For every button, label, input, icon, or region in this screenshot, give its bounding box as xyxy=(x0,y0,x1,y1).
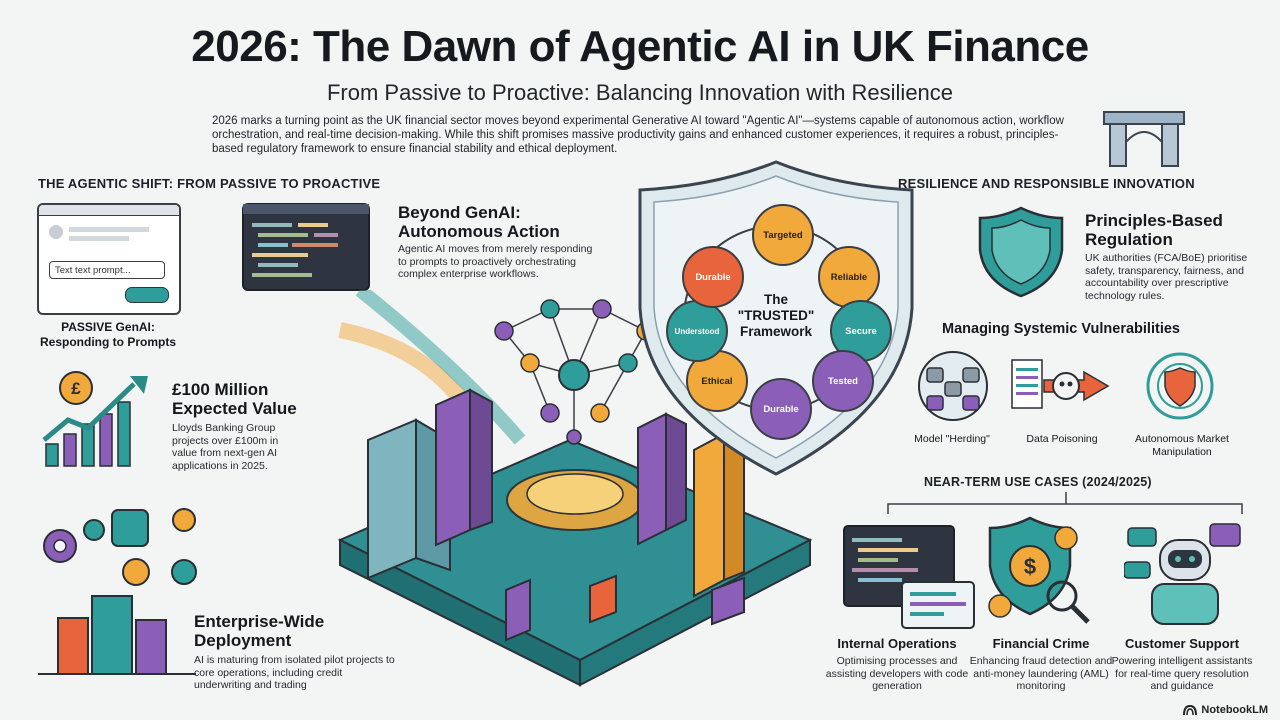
code-window-icon xyxy=(242,203,370,291)
trusted-node-durable-bottom: Durable xyxy=(750,378,812,440)
trusted-node-understood: Understood xyxy=(666,300,728,362)
market-target-icon xyxy=(1146,352,1214,420)
usecase-body-operations: Optimising processes and assisting devel… xyxy=(825,655,969,692)
vuln-label-herding: Model "Herding" xyxy=(914,433,990,445)
notebooklm-logo-icon xyxy=(1183,704,1198,716)
beyond-genai-body: Agentic AI moves from merely responding … xyxy=(398,243,593,280)
trusted-node-tested: Tested xyxy=(812,350,874,412)
intro-paragraph: 2026 marks a turning point as the UK fin… xyxy=(212,115,1064,155)
svg-text:£: £ xyxy=(71,379,81,398)
code-monitor-icon xyxy=(843,525,975,629)
page-title: 2026: The Dawn of Agentic AI in UK Finan… xyxy=(191,22,1089,71)
svg-text:$: $ xyxy=(1024,554,1036,579)
robot-herd-icon xyxy=(918,351,988,421)
send-button[interactable] xyxy=(125,287,169,303)
deployment-body: AI is maturing from isolated pilot proje… xyxy=(194,654,395,691)
fraud-detection-icon: $ xyxy=(988,516,1090,624)
trusted-node-targeted: Targeted xyxy=(752,204,814,266)
resilience-heading: RESILIENCE AND RESPONSIBLE INNOVATION xyxy=(898,176,1195,191)
value-title: £100 Million Expected Value xyxy=(172,380,297,418)
value-body: Lloyds Banking Group projects over £100m… xyxy=(172,422,279,472)
usecase-title-crime: Financial Crime xyxy=(992,636,1090,651)
usecase-body-crime: Enhancing fraud detection and anti-money… xyxy=(969,655,1113,692)
gears-puzzle-icon xyxy=(38,508,197,675)
regulation-title: Principles-Based Regulation xyxy=(1085,211,1223,249)
usecase-title-operations: Internal Operations xyxy=(837,636,957,651)
notebooklm-logo: NotebookLM xyxy=(1183,704,1268,716)
vuln-label-poisoning: Data Poisoning xyxy=(1026,433,1098,445)
vuln-label-manipulation: Autonomous Market Manipulation xyxy=(1135,433,1229,458)
agentic-shift-heading: THE AGENTIC SHIFT: FROM PASSIVE TO PROAC… xyxy=(38,176,381,191)
trusted-node-durable-top: Durable xyxy=(682,246,744,308)
deployment-title: Enterprise-Wide Deployment xyxy=(194,612,325,650)
growth-chart-icon: £ xyxy=(42,371,148,467)
beyond-genai-title: Beyond GenAI: Autonomous Action xyxy=(398,203,560,241)
usecases-heading: NEAR-TERM USE CASES (2024/2025) xyxy=(924,475,1152,489)
bridge-icon xyxy=(1103,111,1185,167)
avatar-placeholder xyxy=(49,225,63,239)
isometric-city-illustration xyxy=(337,290,813,687)
usecase-body-support: Powering intelligent assistants for real… xyxy=(1111,655,1253,692)
trusted-framework-label: The "TRUSTED" Framework xyxy=(737,292,815,339)
prompt-window: Text text prompt... xyxy=(37,203,181,315)
support-robot-icon xyxy=(1124,523,1241,625)
prompt-input[interactable]: Text text prompt... xyxy=(49,261,165,279)
trusted-node-reliable: Reliable xyxy=(818,246,880,308)
regulation-shield-icon xyxy=(978,206,1064,298)
data-poisoning-icon xyxy=(1011,359,1110,409)
neural-network-icon xyxy=(494,299,656,445)
page-subtitle: From Passive to Proactive: Balancing Inn… xyxy=(326,80,954,105)
usecases-bracket xyxy=(887,492,1243,514)
vulnerabilities-heading: Managing Systemic Vulnerabilities xyxy=(942,321,1180,337)
passive-genai-label: PASSIVE GenAI: Responding to Prompts xyxy=(40,320,176,349)
usecase-title-support: Customer Support xyxy=(1124,636,1240,651)
regulation-body: UK authorities (FCA/BoE) prioritise safe… xyxy=(1085,252,1248,302)
